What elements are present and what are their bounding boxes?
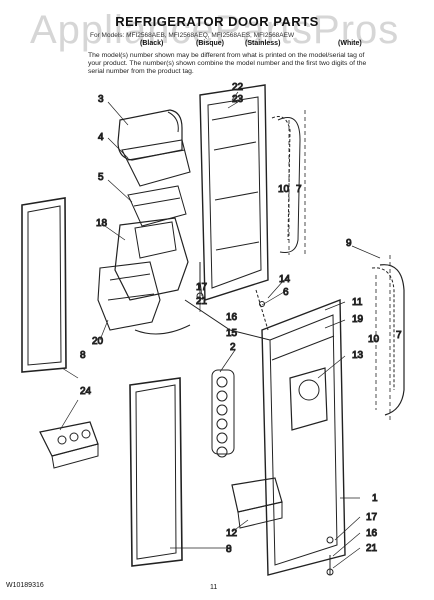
color-bisque: (Bisque) [196, 40, 224, 47]
callout-20: 20 [92, 336, 104, 347]
callout-5: 5 [98, 172, 104, 183]
upper-door-liner [199, 84, 269, 301]
callout-8-lower: 8 [226, 544, 232, 555]
lower-door-gasket [371, 264, 405, 416]
callout-22: 22 [232, 82, 244, 93]
callout-8-upper: 8 [80, 350, 86, 361]
callout-23: 23 [232, 94, 244, 105]
callout-12: 12 [226, 528, 238, 539]
color-white: (White) [338, 40, 362, 47]
callout-7-upper: 7 [296, 184, 302, 195]
callout-16-upper: 16 [226, 312, 238, 323]
callout-4: 4 [98, 132, 104, 143]
model-list: For Models: MFI2568AEB, MFI2568AEQ, MFI2… [90, 32, 295, 39]
callout-18: 18 [96, 218, 108, 229]
callout-2: 2 [230, 342, 236, 353]
callout-10-upper: 10 [278, 184, 290, 195]
callout-14: 14 [279, 274, 291, 285]
callout-17-upper: 17 [196, 282, 208, 293]
callout-11: 11 [352, 297, 363, 308]
part-24-bin [39, 421, 99, 469]
callout-10-lower: 10 [368, 334, 380, 345]
callout-16-lower: 16 [366, 528, 378, 539]
color-stainless: (Stainless) [245, 40, 281, 47]
callout-3: 3 [98, 94, 104, 105]
watermark: AppliancePartsPros [30, 8, 400, 52]
model-note: The model(s) number shown may be differe… [88, 52, 367, 75]
part-4-bin [121, 139, 191, 187]
page-number: 11 [210, 584, 218, 591]
color-black: (Black) [140, 40, 164, 47]
callout-15: 15 [226, 328, 238, 339]
part-5-shelf [127, 185, 187, 227]
callout-19: 19 [352, 314, 364, 325]
callout-17-lower: 17 [366, 512, 378, 523]
callout-9: 9 [346, 238, 352, 249]
callout-24: 24 [80, 386, 92, 397]
part-ice-bucket [97, 261, 161, 331]
part-8-gasket-lower [129, 377, 183, 567]
part-12-bin [231, 477, 283, 529]
wire-harness [134, 324, 191, 335]
part-18-ice-bin-housing [114, 217, 189, 301]
part-2-bin-stack [211, 369, 235, 458]
callout-1: 1 [372, 493, 378, 504]
callout-21-upper: 21 [196, 296, 208, 307]
part-13-dispenser [289, 367, 328, 431]
page-title: REFRIGERATOR DOOR PARTS [115, 14, 319, 29]
callout-21-lower: 21 [366, 543, 378, 554]
leader-lines [59, 91, 381, 569]
lower-door-liner [261, 298, 346, 576]
callout-7-lower: 7 [396, 330, 402, 341]
dimension-lines [288, 110, 391, 420]
callout-13: 13 [352, 350, 364, 361]
callout-6: 6 [283, 287, 289, 298]
hinge-hardware [196, 262, 334, 576]
document-number: W10189316 [6, 582, 44, 589]
part-8-gasket-upper [21, 197, 67, 373]
upper-door-gasket [271, 116, 301, 253]
